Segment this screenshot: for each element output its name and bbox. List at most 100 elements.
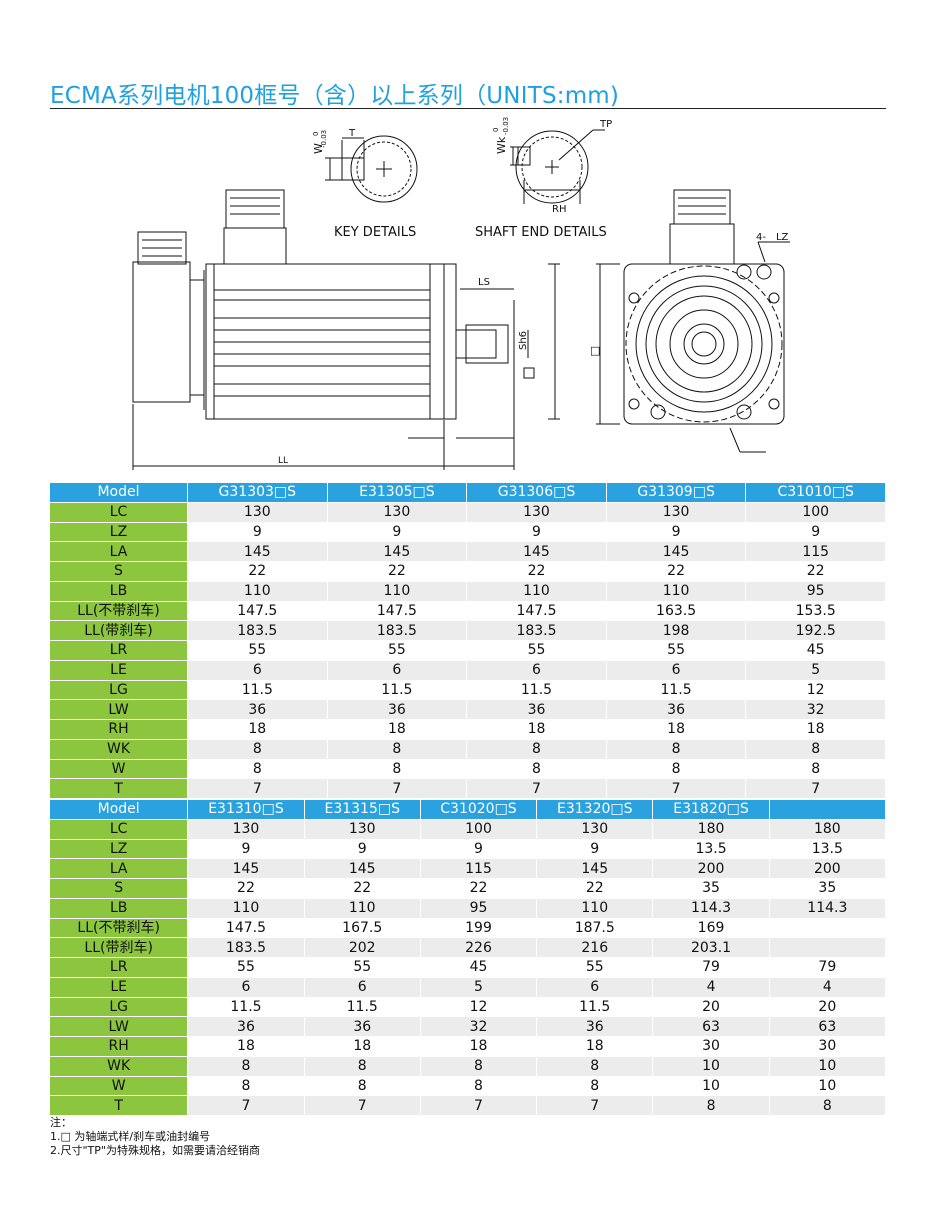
table-cell: 63 [769,1017,886,1037]
table-cell: 22 [327,562,468,582]
sh6-label: Sh6 [518,331,529,350]
table-cell: 8 [537,1076,654,1097]
row-label: RH [50,1037,189,1057]
page-title: ECMA系列电机100框号（含）以上系列（UNITS:mm) [50,83,620,109]
row-label: LL(不带刹车) [50,918,189,939]
row-label: LE [50,660,188,681]
table-cell: 145 [537,859,654,879]
table-cell: 10 [769,1056,886,1077]
table-cell: 10 [769,1076,886,1097]
table-cell: 55 [467,641,607,661]
table-cell: 8 [606,739,747,760]
table-cell: 7 [537,1096,654,1116]
table-cell: 8 [746,759,886,780]
table-cell: 6 [188,977,305,998]
table-cell: 55 [537,958,654,978]
row-label: LZ [50,839,189,860]
table-cell: 169 [653,918,770,939]
table-cell: 18 [420,1037,538,1057]
table-cell: 145 [327,542,468,562]
row-label: LA [50,859,189,879]
table-cell: 12 [746,680,886,701]
row-label: LR [50,958,189,978]
table-cell: 36 [467,700,607,720]
row-label: W [50,1076,189,1097]
table-cell: 18 [188,1037,305,1057]
table-cell: 7 [188,779,328,799]
table-cell: 145 [188,859,305,879]
table-cell: 22 [420,879,538,899]
row-label: LL(带刹车) [50,938,189,958]
table-cell: 18 [537,1037,654,1057]
table-cell: 110 [467,581,607,602]
table-cell: 95 [746,581,886,602]
table-cell: 187.5 [537,918,654,939]
table-cell: 13.5 [653,839,770,860]
table-cell: 110 [537,898,654,919]
row-label: LR [50,641,188,661]
table-cell: 180 [769,819,886,840]
table-cell: 36 [606,700,747,720]
table-cell: 9 [327,522,468,543]
table-cell: 6 [304,977,421,998]
row-label: LA [50,542,188,562]
rh-label: RH [552,204,566,215]
table-cell [769,938,886,958]
model-header: Model [50,483,188,503]
table-cell: 22 [304,879,421,899]
table-cell: 145 [606,542,747,562]
model-column-header: G31306□S [467,483,607,503]
model-column-header: G31303□S [188,483,328,503]
table-cell: 192.5 [746,621,886,641]
square-dimension-label: □ [590,344,600,357]
table-cell: 55 [327,641,468,661]
table-cell: 4 [769,977,886,998]
table-cell: 8 [467,759,607,780]
table-cell: 8 [537,1056,654,1077]
row-label: LZ [50,522,188,543]
motor-dimension-drawing: KEY DETAILS SHAFT END DETAILS W 0 -0.03 … [132,117,790,470]
table-cell: 11.5 [188,997,305,1018]
table-cell: 11.5 [537,997,654,1018]
table-cell: 145 [467,542,607,562]
table-cell: 45 [420,958,538,978]
row-label: T [50,1096,189,1116]
table-cell: 18 [327,720,468,740]
notes: 注： 1.□ 为轴端式样/刹车或油封编号 2.尺寸"TP"为特殊规格，如需要请洽… [50,1116,260,1158]
table-cell: 216 [537,938,654,958]
table-cell: 55 [188,641,328,661]
table-cell: 200 [653,859,770,879]
table-cell: 9 [304,839,421,860]
row-label: S [50,879,189,899]
t-dimension-label: T [348,128,356,139]
table-cell: 35 [769,879,886,899]
table-header-row: Model E31310□S E31315□S C31020□S E31320□… [50,800,886,820]
table-cell: 4 [653,977,770,998]
table-cell: 6 [467,660,607,681]
table-cell: 9 [606,522,747,543]
key-details-label: KEY DETAILS [334,225,416,240]
row-label: T [50,779,188,799]
model-column-header: E31310□S [188,800,305,820]
table-cell: 198 [606,621,747,641]
table-cell: 55 [606,641,747,661]
table-cell: 32 [746,700,886,720]
table-cell: 9 [420,839,538,860]
row-label: WK [50,739,188,760]
row-label: W [50,759,188,780]
table-cell: 203.1 [653,938,770,958]
model-column-header: E31305□S [327,483,468,503]
table-cell: 8 [188,739,328,760]
row-label: S [50,562,188,582]
